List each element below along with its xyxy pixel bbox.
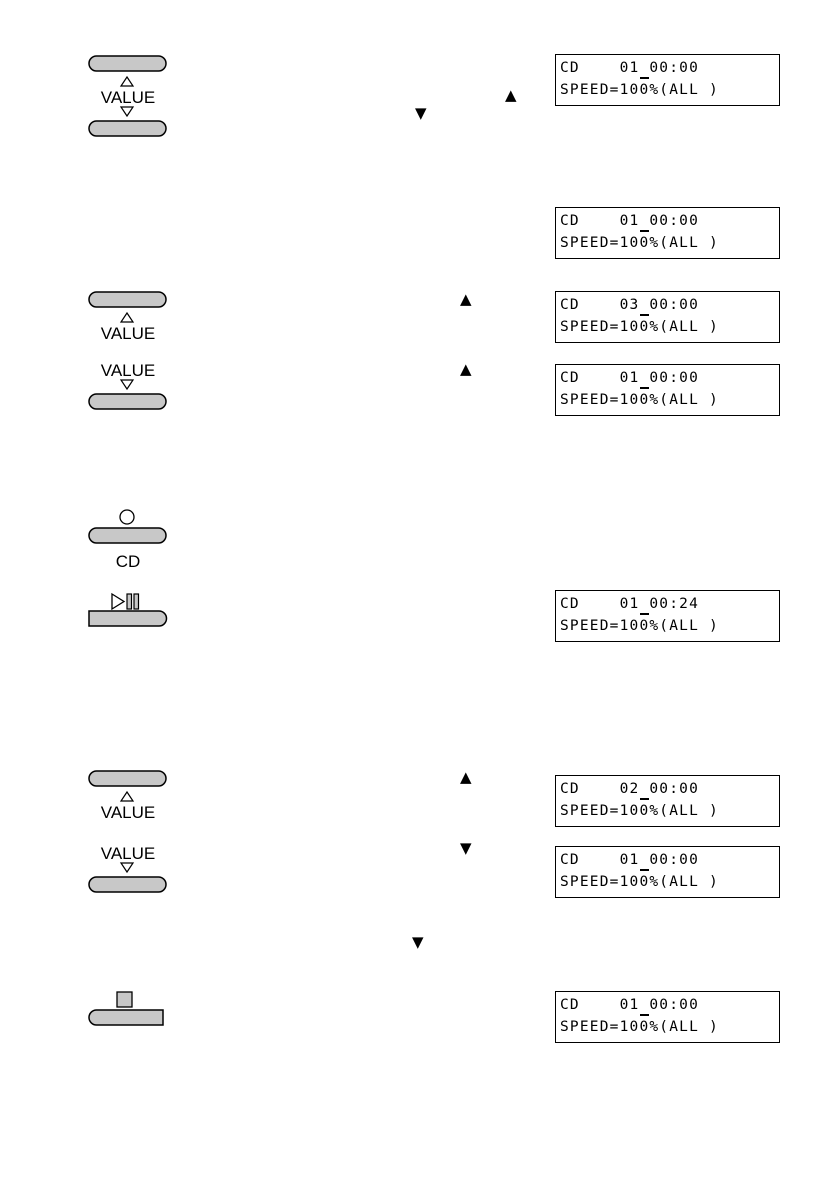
lcd-line-2: SPEED=100%(ALL )	[560, 874, 719, 890]
value-up-button[interactable]	[88, 770, 168, 790]
play-pause-icon	[111, 592, 140, 611]
down-arrow-icon: ▼	[415, 104, 427, 122]
lcd-cursor	[640, 798, 649, 800]
up-arrow-icon: ▲	[460, 290, 472, 308]
lcd-line-1: CD 01 00:00	[560, 852, 700, 868]
lcd-display: CD 01 00:00 SPEED=100%(ALL )	[555, 54, 780, 106]
lcd-display: CD 01 00:24 SPEED=100%(ALL )	[555, 590, 780, 642]
lcd-cursor	[640, 230, 649, 232]
lcd-display: CD 03 00:00 SPEED=100%(ALL )	[555, 291, 780, 343]
lcd-display: CD 01 00:00 SPEED=100%(ALL )	[555, 991, 780, 1043]
down-triangle-icon	[119, 106, 135, 118]
value-up-button[interactable]	[88, 55, 168, 75]
cd-label: CD	[115, 552, 141, 571]
value-label: VALUE	[100, 803, 156, 822]
lcd-line-2: SPEED=100%(ALL )	[560, 392, 719, 408]
value-label: VALUE	[100, 361, 156, 380]
lcd-line-2: SPEED=100%(ALL )	[560, 1019, 719, 1035]
lcd-cursor	[640, 869, 649, 871]
down-triangle-icon	[119, 379, 135, 391]
lcd-line-2: SPEED=100%(ALL )	[560, 235, 719, 251]
up-triangle-icon	[119, 311, 135, 323]
lcd-line-2: SPEED=100%(ALL )	[560, 618, 719, 634]
down-arrow-icon: ▼	[460, 839, 472, 857]
value-down-button[interactable]	[88, 393, 168, 413]
up-triangle-icon	[119, 790, 135, 802]
stop-button[interactable]	[88, 1009, 168, 1029]
lcd-line-2: SPEED=100%(ALL )	[560, 803, 719, 819]
stop-square-icon	[116, 991, 133, 1008]
down-triangle-icon	[119, 862, 135, 874]
lcd-line-1: CD 03 00:00	[560, 297, 700, 313]
down-arrow-icon: ▼	[412, 933, 424, 951]
value-label: VALUE	[100, 88, 156, 107]
lcd-cursor	[640, 77, 649, 79]
lcd-cursor	[640, 613, 649, 615]
lcd-display: CD 01 00:00 SPEED=100%(ALL )	[555, 364, 780, 416]
lcd-line-1: CD 02 00:00	[560, 781, 700, 797]
up-triangle-icon	[119, 75, 135, 87]
lcd-line-1: CD 01 00:00	[560, 997, 700, 1013]
up-arrow-icon: ▲	[460, 768, 472, 786]
lcd-line-1: CD 01 00:24	[560, 596, 700, 612]
lcd-line-1: CD 01 00:00	[560, 213, 700, 229]
play-pause-button[interactable]	[88, 610, 168, 630]
lcd-cursor	[640, 387, 649, 389]
lcd-line-2: SPEED=100%(ALL )	[560, 319, 719, 335]
cd-record-button[interactable]	[88, 527, 168, 547]
up-arrow-icon: ▲	[505, 86, 517, 104]
lcd-display: CD 01 00:00 SPEED=100%(ALL )	[555, 207, 780, 259]
lcd-cursor	[640, 1014, 649, 1016]
value-up-button[interactable]	[88, 291, 168, 311]
lcd-display: CD 02 00:00 SPEED=100%(ALL )	[555, 775, 780, 827]
record-circle-icon	[119, 509, 135, 525]
lcd-cursor	[640, 314, 649, 316]
lcd-display: CD 01 00:00 SPEED=100%(ALL )	[555, 846, 780, 898]
lcd-line-1: CD 01 00:00	[560, 60, 700, 76]
lcd-line-2: SPEED=100%(ALL )	[560, 82, 719, 98]
value-down-button[interactable]	[88, 120, 168, 140]
value-label: VALUE	[100, 324, 156, 343]
value-label: VALUE	[100, 844, 156, 863]
up-arrow-icon: ▲	[460, 360, 472, 378]
value-down-button[interactable]	[88, 876, 168, 896]
lcd-line-1: CD 01 00:00	[560, 370, 700, 386]
